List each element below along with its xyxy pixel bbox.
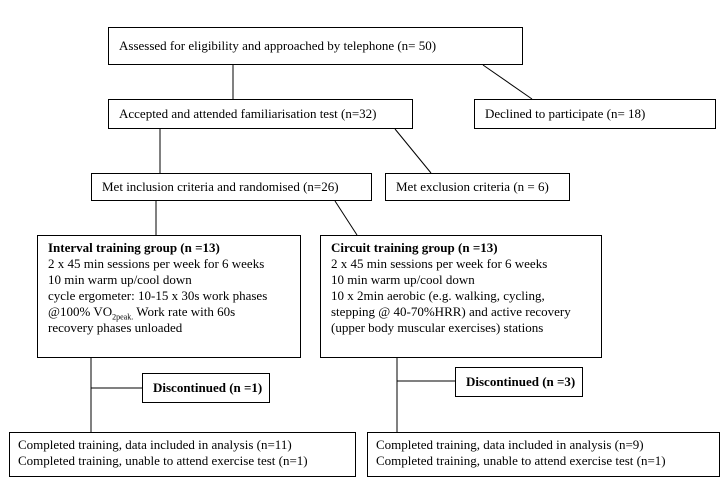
interval-title: Interval training group (n =13)	[48, 240, 220, 255]
circuit-detail-1: 2 x 45 min sessions per week for 6 weeks	[331, 256, 548, 271]
completed-left-line-1: Completed training, data included in ana…	[18, 437, 292, 452]
exclusion-box: Met exclusion criteria (n = 6)	[385, 173, 570, 201]
circuit-title: Circuit training group (n =13)	[331, 240, 498, 255]
discontinued-left-box: Discontinued (n =1)	[142, 373, 270, 403]
assessed-box: Assessed for eligibility and approached …	[108, 27, 523, 65]
interval-detail-3: cycle ergometer: 10-15 x 30s work phases	[48, 288, 268, 303]
circuit-group-box: Circuit training group (n =13) 2 x 45 mi…	[320, 235, 602, 358]
connector-accepted-exclusion	[394, 128, 432, 174]
accepted-box: Accepted and attended familiarisation te…	[108, 99, 413, 129]
discontinued-left-text: Discontinued (n =1)	[153, 380, 263, 395]
circuit-detail-4: stepping @ 40-70%HRR) and active recover…	[331, 304, 571, 319]
circuit-detail-2: 10 min warm up/cool down	[331, 272, 475, 287]
accepted-text: Accepted and attended familiarisation te…	[119, 106, 377, 121]
declined-box: Declined to participate (n= 18)	[474, 99, 716, 129]
completed-left-box: Completed training, data included in ana…	[9, 432, 356, 477]
interval-detail-2: 10 min warm up/cool down	[48, 272, 192, 287]
discontinued-right-text: Discontinued (n =3)	[466, 374, 576, 389]
exclusion-text: Met exclusion criteria (n = 6)	[396, 179, 549, 194]
completed-right-line-1: Completed training, data included in ana…	[376, 437, 644, 452]
interval-detail-1: 2 x 45 min sessions per week for 6 weeks	[48, 256, 265, 271]
completed-right-line-2: Completed training, unable to attend exe…	[376, 453, 666, 468]
interval-detail-5: recovery phases unloaded	[48, 320, 183, 335]
circuit-detail-3: 10 x 2min aerobic (e.g. walking, cycling…	[331, 288, 545, 303]
circuit-detail-5: (upper body muscular exercises) stations	[331, 320, 544, 335]
vo2-prefix: @100% VO	[48, 304, 113, 319]
connector-inclusion-circuit	[334, 200, 358, 236]
interval-detail-4: @100% VO2peak. Work rate with 60s	[48, 304, 300, 322]
completed-right-box: Completed training, data included in ana…	[367, 432, 720, 477]
connector-assessed-declined	[482, 64, 533, 100]
interval-group-box: Interval training group (n =13) 2 x 45 m…	[37, 235, 301, 358]
inclusion-text: Met inclusion criteria and randomised (n…	[102, 179, 339, 194]
discontinued-right-box: Discontinued (n =3)	[455, 367, 583, 397]
completed-left-line-2: Completed training, unable to attend exe…	[18, 453, 308, 468]
vo2-suffix: Work rate with 60s	[133, 304, 236, 319]
inclusion-box: Met inclusion criteria and randomised (n…	[91, 173, 372, 201]
assessed-text: Assessed for eligibility and approached …	[119, 38, 437, 53]
declined-text: Declined to participate (n= 18)	[485, 106, 646, 121]
vo2-subscript: 2peak.	[112, 312, 134, 322]
